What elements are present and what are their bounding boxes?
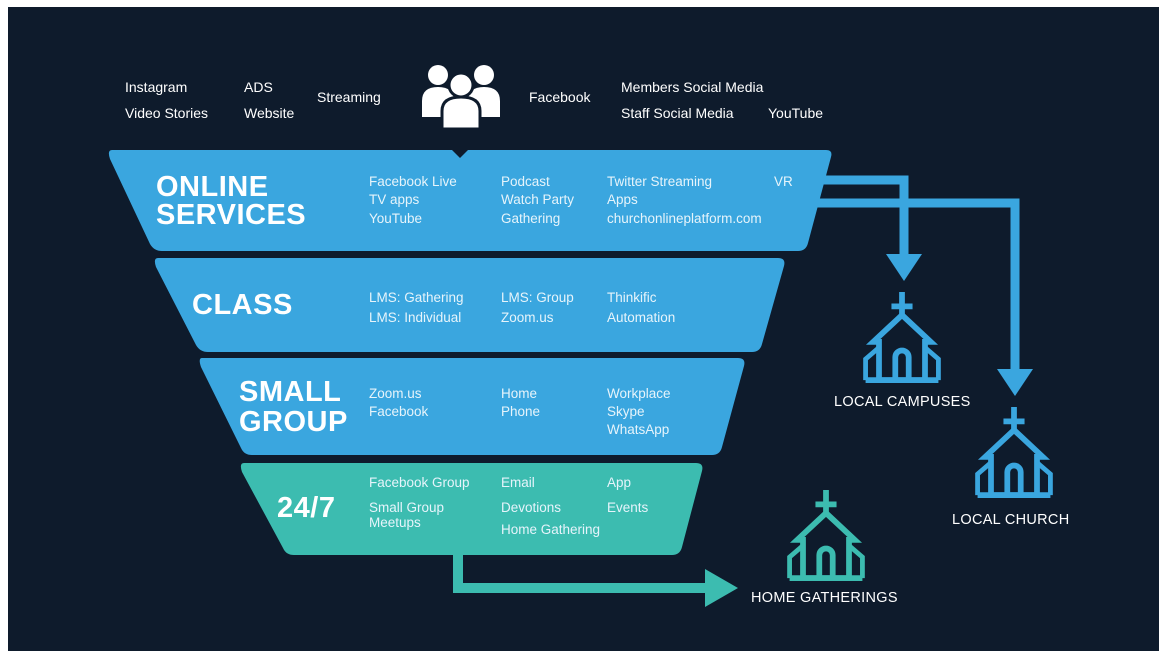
tier4-item: Events	[607, 500, 649, 515]
tier-24-7-band	[240, 463, 703, 555]
tier-title-online: ONLINE	[156, 171, 269, 203]
tier-title-class: CLASS	[192, 289, 293, 321]
tier3-item: Facebook	[369, 404, 429, 419]
tier-title-small: SMALL	[239, 376, 342, 408]
tier4-item: Home Gathering	[501, 522, 601, 537]
tier1-item: VR	[774, 174, 793, 189]
channel-website: Website	[244, 105, 295, 121]
tier3-item: Skype	[607, 404, 645, 419]
church-icon	[790, 490, 863, 578]
channel-youtube: YouTube	[768, 105, 824, 121]
arrow-head-home-gatherings	[705, 569, 738, 607]
tier4-item: Devotions	[501, 500, 562, 515]
tier3-item: WhatsApp	[607, 422, 670, 437]
tier1-item: Watch Party	[501, 192, 575, 207]
tier-title-24-7: 24/7	[277, 492, 336, 524]
tier4-item: App	[607, 475, 632, 490]
arrow-head-local-campuses	[886, 254, 922, 281]
channel-staff-social-media: Staff Social Media	[621, 105, 734, 121]
channel-video-stories: Video Stories	[125, 105, 209, 121]
church-icon	[866, 292, 939, 380]
tier1-item: Podcast	[501, 174, 550, 189]
destination-home-gatherings: HOME GATHERINGS	[751, 590, 898, 606]
tier2-item: Zoom.us	[501, 310, 554, 325]
tier2-item: Automation	[607, 310, 676, 325]
tier1-item: churchonlineplatform.com	[607, 211, 762, 226]
channel-members-social-media: Members Social Media	[621, 79, 764, 95]
tier4-item: Facebook Group	[369, 475, 470, 490]
tier-online-services-band	[108, 150, 832, 251]
channel-instagram: Instagram	[125, 79, 188, 95]
channel-ads: ADS	[244, 79, 273, 95]
tier-title-services: SERVICES	[156, 199, 307, 231]
destination-local-campuses: LOCAL CAMPUSES	[834, 394, 971, 410]
destination-local-church: LOCAL CHURCH	[952, 512, 1070, 528]
tier4-item: Email	[501, 475, 535, 490]
tier1-item: Gathering	[501, 211, 561, 226]
channel-streaming: Streaming	[317, 89, 381, 105]
channel-facebook: Facebook	[529, 89, 591, 105]
tier2-item: LMS: Gathering	[369, 290, 464, 305]
tier3-item: Phone	[501, 404, 541, 419]
arrow-to-local-campuses	[808, 175, 909, 257]
tier1-item: Apps	[607, 192, 638, 207]
diagram-canvas: Instagram Video Stories ADS Website Stre…	[8, 7, 1159, 651]
tier2-item: LMS: Group	[501, 290, 574, 305]
tier-small-group-band	[199, 358, 745, 455]
tier-title-group: GROUP	[239, 406, 348, 438]
tier2-item: Thinkific	[607, 290, 657, 305]
tier1-item: Facebook Live	[369, 174, 457, 189]
tier1-item: TV apps	[369, 192, 420, 207]
tier-class-band	[154, 258, 785, 352]
arrow-to-home-gatherings	[453, 555, 708, 593]
tier3-item: Home	[501, 386, 538, 401]
tier3-item: Workplace	[607, 386, 671, 401]
tier2-item: LMS: Individual	[369, 310, 462, 325]
arrow-head-local-church	[997, 369, 1033, 396]
tier3-item: Zoom.us	[369, 386, 422, 401]
tier4-item: Small Group	[369, 500, 445, 515]
tier1-item: Twitter Streaming	[607, 174, 713, 189]
people-group-icon	[422, 65, 500, 131]
arrow-to-local-church	[804, 198, 1020, 372]
church-icon	[978, 407, 1051, 495]
funnel-diagram-graphics	[108, 65, 1159, 607]
tier1-item: YouTube	[369, 211, 423, 226]
tier4-item: Meetups	[369, 515, 421, 530]
